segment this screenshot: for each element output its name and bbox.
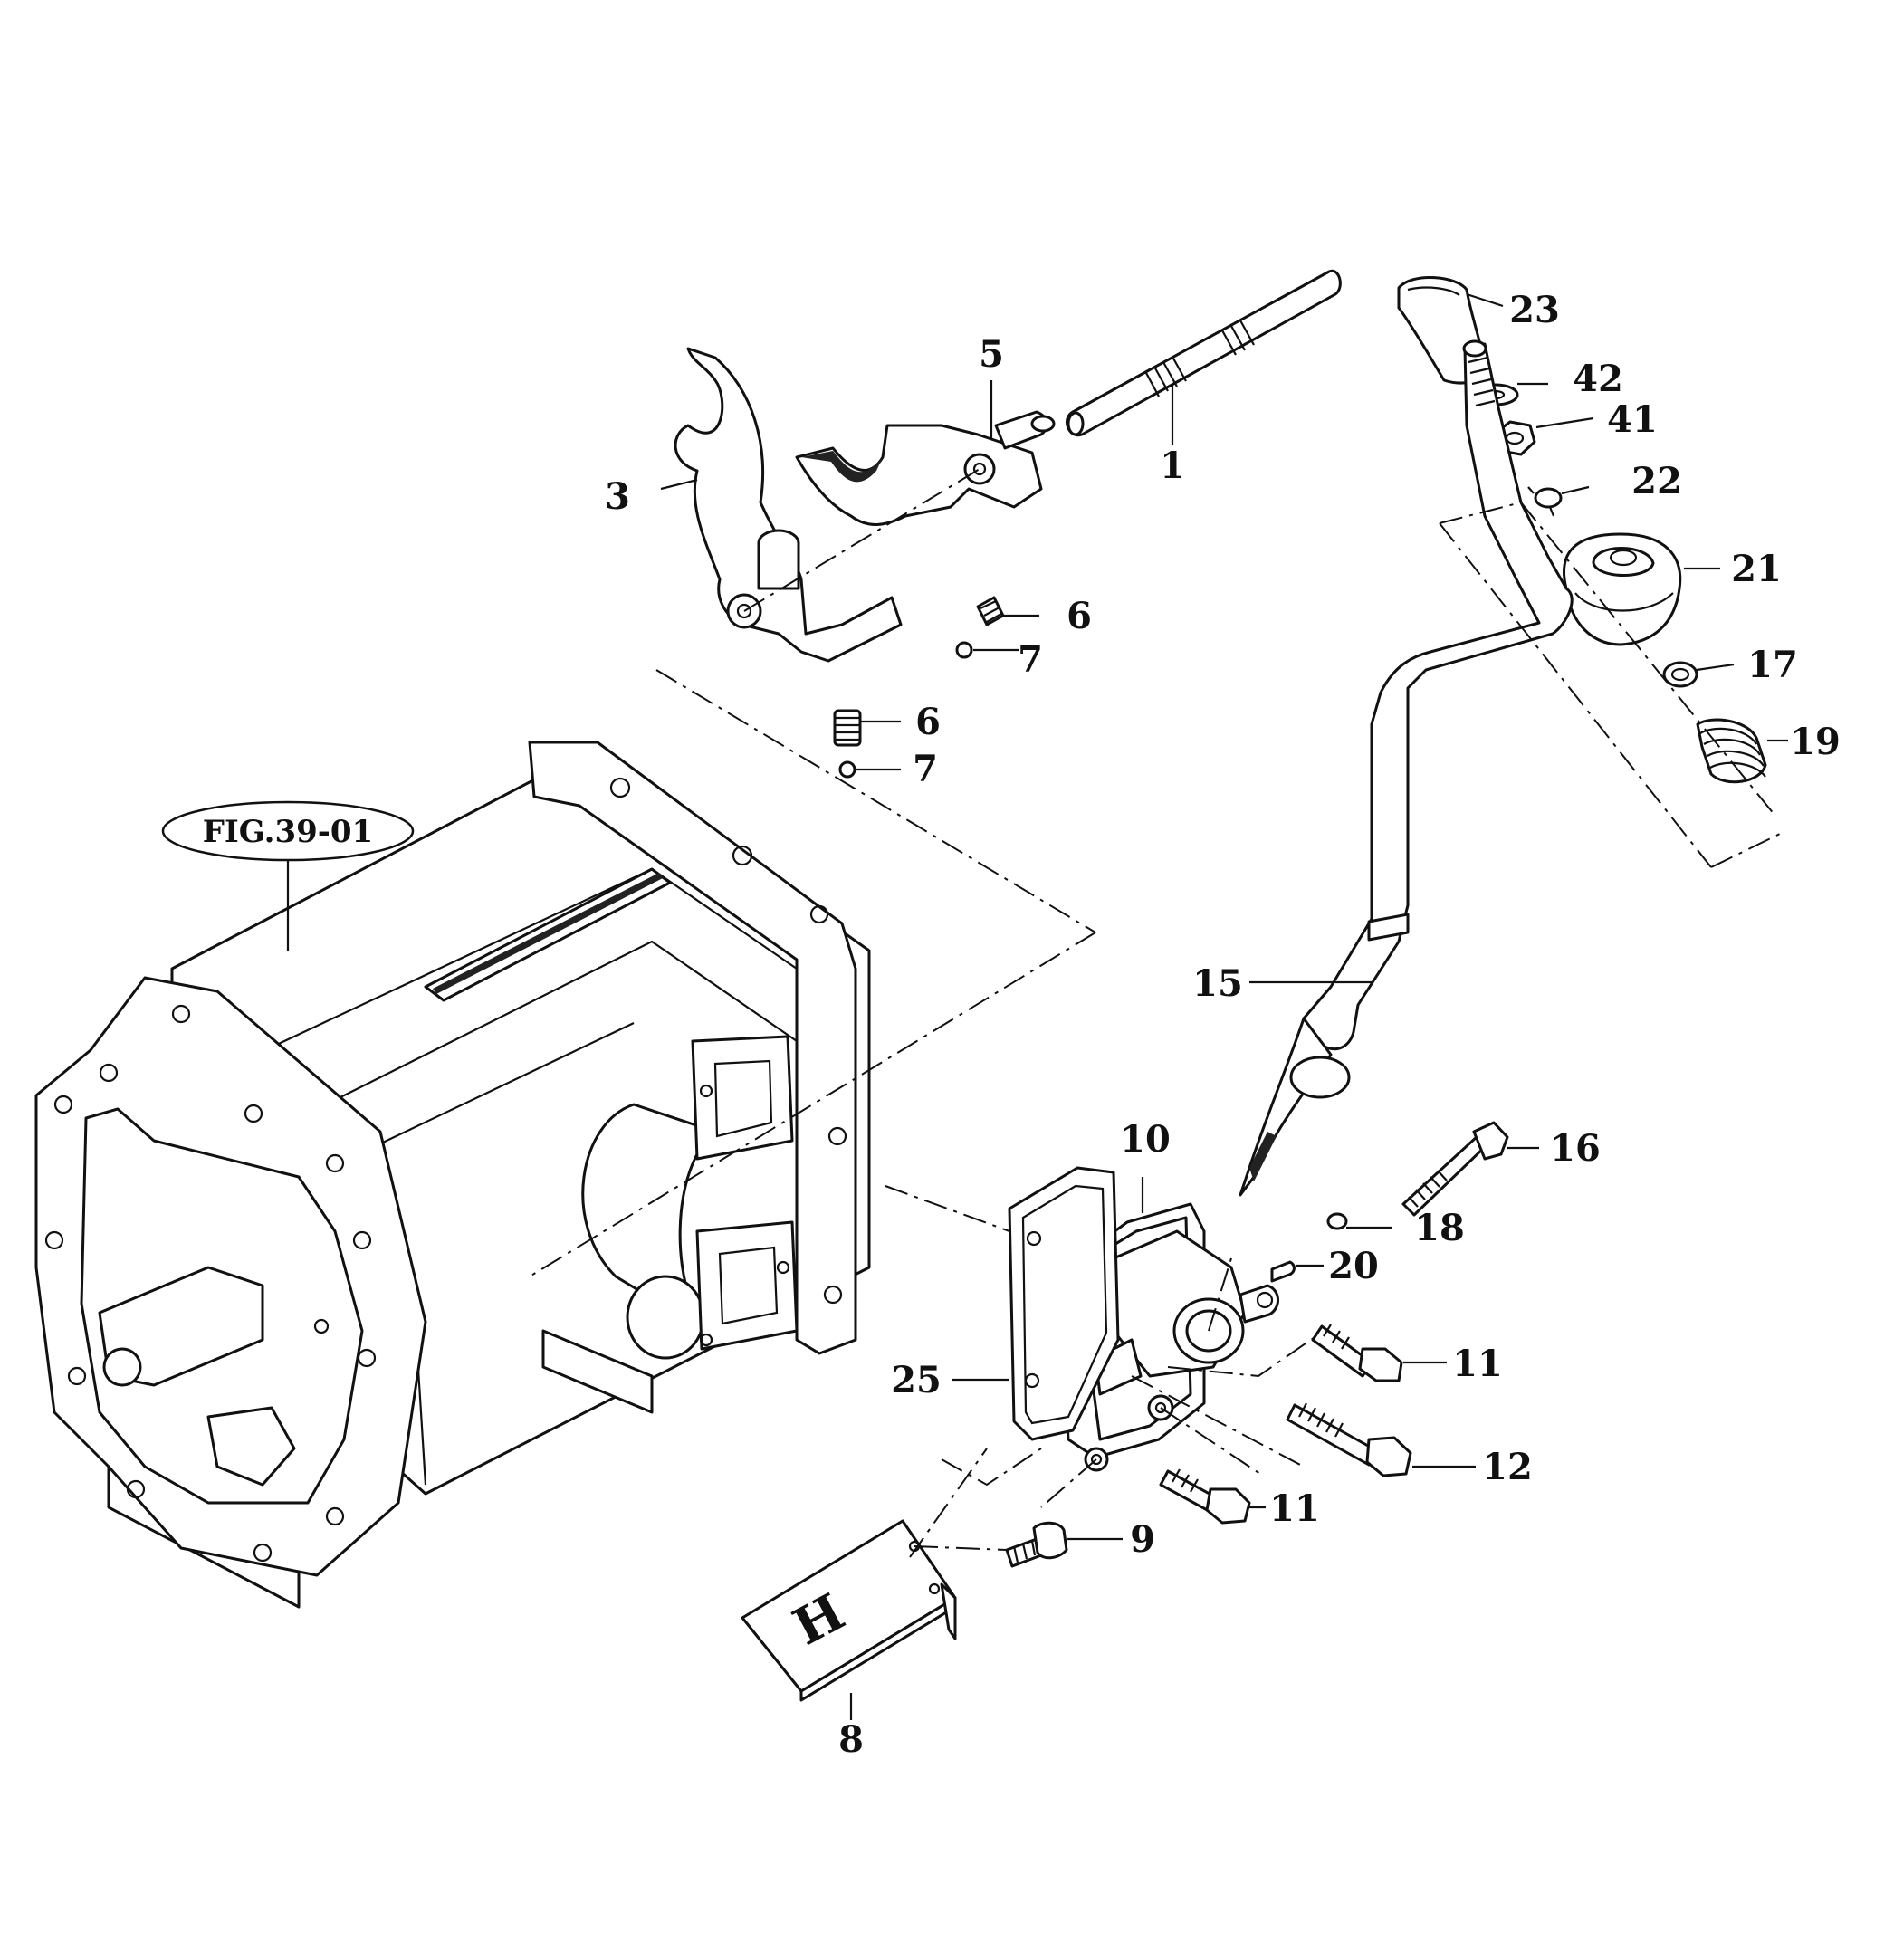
pin-part-20 <box>1270 1260 1296 1283</box>
callout-15: 15 <box>1192 962 1243 1005</box>
bolt-part-11-lower <box>1159 1468 1251 1525</box>
shift-fork-part-3 <box>674 347 903 663</box>
assembly-lines <box>529 468 1783 1558</box>
washer-part-18 <box>1326 1212 1348 1230</box>
callout-7-lower: 7 <box>913 748 938 790</box>
callout-23: 23 <box>1509 289 1560 331</box>
spring-part-19 <box>1696 718 1767 784</box>
shift-pattern-plate-part-8: H <box>741 1519 957 1702</box>
callout-19: 19 <box>1790 721 1841 763</box>
retaining-ring-part-17-hole <box>1670 667 1690 682</box>
callout-22: 22 <box>1631 460 1682 502</box>
callout-20: 20 <box>1328 1245 1379 1287</box>
callout-6-upper: 6 <box>1067 595 1092 637</box>
lever-housing-part-10 <box>1057 1202 1279 1472</box>
bolt-part-11-upper <box>1311 1324 1403 1382</box>
callout-labels: 1 3 5 6 7 6 7 23 42 41 22 21 17 19 15 10… <box>605 289 1841 1761</box>
callout-11-upper: 11 <box>1452 1343 1503 1385</box>
shift-rod-part-1 <box>1066 269 1342 437</box>
callout-11-lower: 11 <box>1269 1487 1320 1530</box>
callout-21: 21 <box>1731 548 1782 590</box>
gasket-part-25 <box>1008 1166 1120 1441</box>
boot-cover-part-21 <box>1563 532 1682 646</box>
bolt-part-12 <box>1286 1402 1412 1477</box>
detent-ball-lower <box>838 760 856 779</box>
detent-spring-upper <box>976 596 1005 626</box>
callout-8: 8 <box>838 1718 864 1761</box>
callout-1: 1 <box>1160 445 1185 487</box>
figure-reference-label: FIG.39-01 <box>203 814 373 850</box>
callout-10: 10 <box>1120 1118 1171 1161</box>
callout-9: 9 <box>1130 1518 1155 1561</box>
callout-25: 25 <box>891 1359 942 1401</box>
shift-fork-part-5 <box>795 410 1056 526</box>
transmission-housing <box>34 741 871 1609</box>
bolt-part-16 <box>1401 1121 1509 1217</box>
shift-lever-part-15 <box>1239 339 1574 1197</box>
callout-6-lower: 6 <box>915 701 941 743</box>
callout-17: 17 <box>1747 644 1798 686</box>
detent-ball-upper <box>955 641 973 659</box>
snap-ring-part-22 <box>1527 486 1563 517</box>
callout-16: 16 <box>1550 1127 1601 1170</box>
callout-leaders <box>660 292 1788 1720</box>
screw-part-9 <box>1005 1521 1068 1568</box>
callout-5: 5 <box>979 333 1004 376</box>
callout-42: 42 <box>1573 358 1623 400</box>
detent-spring-lower <box>833 709 862 747</box>
callout-3: 3 <box>605 475 630 518</box>
callout-12: 12 <box>1482 1446 1533 1488</box>
callout-7-upper: 7 <box>1018 638 1043 681</box>
callout-41: 41 <box>1607 398 1658 441</box>
callout-18: 18 <box>1414 1207 1465 1249</box>
figure-reference-callout: FIG.39-01 <box>161 800 415 951</box>
retaining-ring-part-17 <box>1662 661 1698 688</box>
